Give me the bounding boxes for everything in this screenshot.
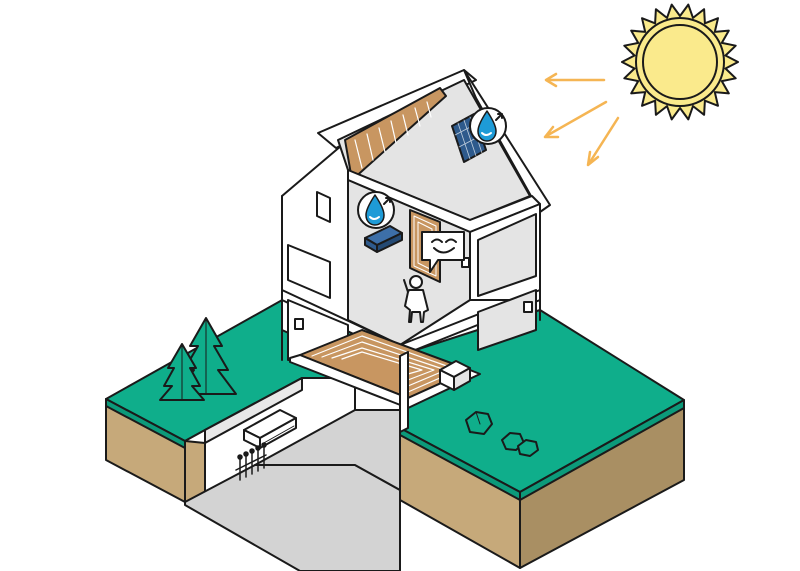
water-drop-icon: [469, 107, 507, 145]
rafters: [354, 101, 432, 169]
window: [316, 191, 331, 223]
sunlight-arrow: [546, 100, 608, 137]
thermostat: [523, 301, 533, 313]
arrow-head: [543, 125, 560, 139]
sunlight-arrow: [588, 116, 620, 164]
water-drop-icon: [357, 191, 395, 229]
spruce-tree-icon: [159, 343, 205, 401]
heat-pump-unit: [439, 360, 471, 391]
air-conditioner-icon: [243, 409, 297, 449]
thermostat: [294, 318, 304, 330]
arrow-head: [586, 150, 600, 167]
arrow-head: [544, 72, 558, 88]
ventilation-unit: [364, 225, 403, 253]
radiator-icon: [235, 442, 267, 481]
person-figure-icon: [403, 275, 429, 323]
sun-icon: [621, 3, 739, 121]
basement: [184, 377, 401, 571]
smile-speech-bubble-icon: [421, 231, 465, 273]
right-ground-block: [399, 309, 685, 569]
bush-icon: [465, 411, 493, 435]
underfloor-heating-pipes: [311, 335, 459, 393]
thermostat: [461, 257, 470, 268]
sunlight-arrows: [543, 72, 620, 167]
bush-icon: [501, 432, 539, 457]
